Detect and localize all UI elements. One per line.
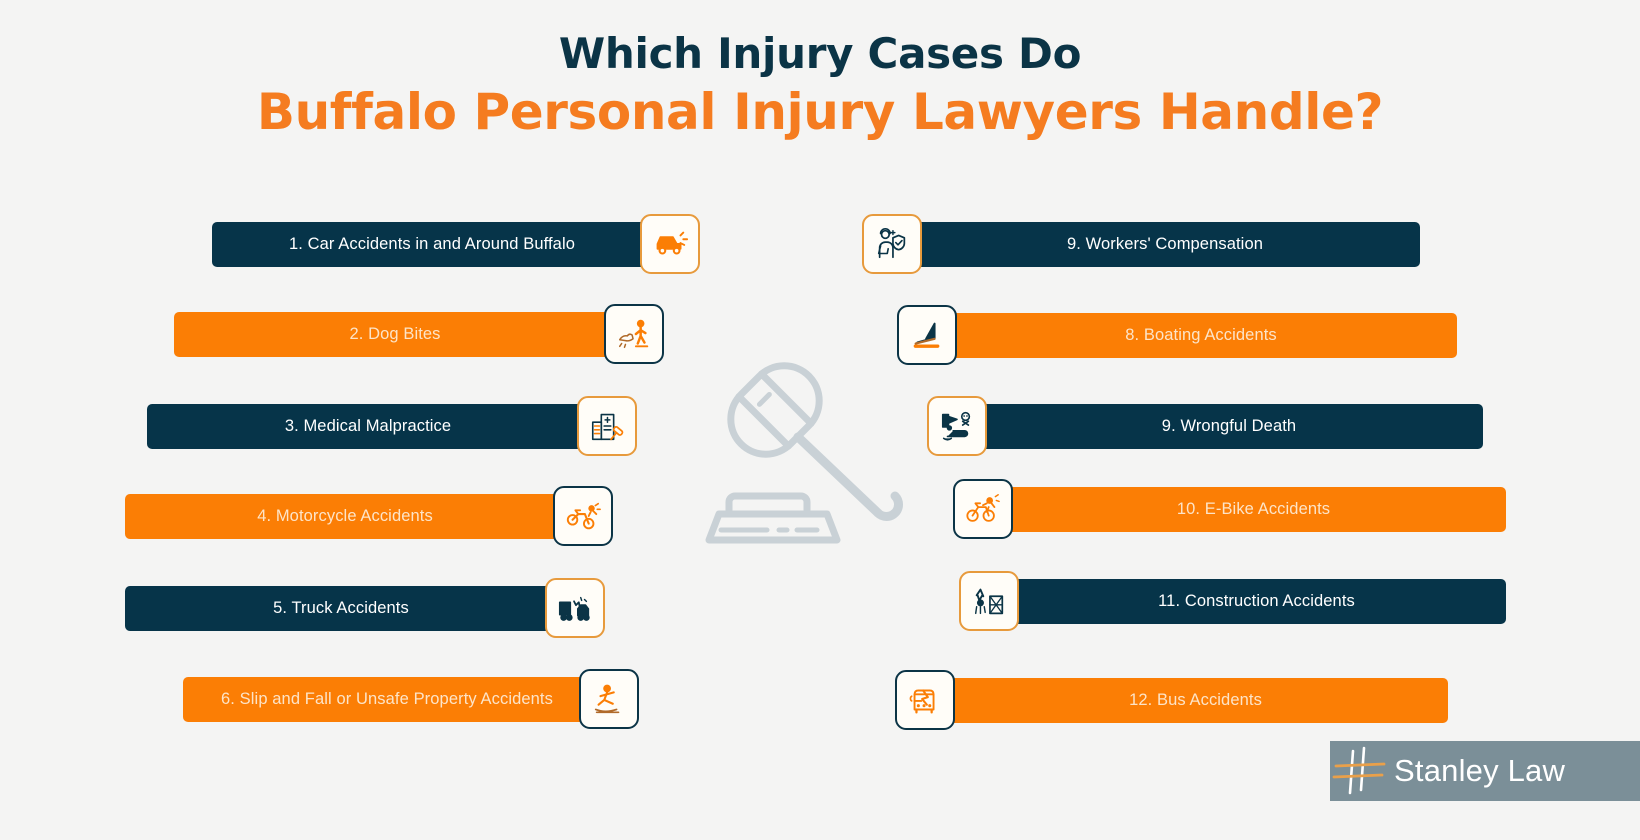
case-label-5: 5. Truck Accidents	[273, 598, 409, 617]
case-bar-5[interactable]: 5. Truck Accidents	[125, 585, 557, 631]
stanley-law-hash-logo	[1332, 745, 1390, 797]
sinking-boat-icon	[897, 305, 957, 365]
case-label-7: 9. Workers' Compensation	[1067, 234, 1263, 253]
case-bar-8[interactable]: 8. Boating Accidents	[945, 312, 1457, 358]
motorcycle-crash-icon	[553, 486, 613, 546]
watermark-text: Stanley Law	[1394, 753, 1566, 788]
case-label-2: 2. Dog Bites	[349, 324, 441, 343]
case-bar-2[interactable]: 2. Dog Bites	[174, 311, 616, 357]
car-crash-icon	[640, 214, 700, 274]
title-line-primary: Which Injury Cases Do	[558, 29, 1082, 78]
case-label-12: 12. Bus Accidents	[1129, 690, 1262, 709]
ebike-crash-icon	[953, 479, 1013, 539]
case-bar-6[interactable]: 6. Slip and Fall or Unsafe Property Acci…	[183, 676, 591, 722]
case-row-6[interactable]: 6. Slip and Fall or Unsafe Property Acci…	[183, 669, 639, 729]
construction-fall-icon	[959, 571, 1019, 631]
truck-crash-icon	[545, 578, 605, 638]
case-label-1: 1. Car Accidents in and Around Buffalo	[288, 234, 576, 253]
case-row-2[interactable]: 2. Dog Bites	[174, 304, 664, 364]
case-bar-9[interactable]: 9. Wrongful Death	[975, 403, 1483, 449]
gavel-icon	[655, 325, 905, 575]
title-line-secondary: Buffalo Personal Injury Lawyers Handle?	[256, 82, 1384, 141]
case-bar-3[interactable]: 3. Medical Malpractice	[147, 403, 589, 449]
hospital-gavel-icon	[577, 396, 637, 456]
case-row-5[interactable]: 5. Truck Accidents	[125, 578, 605, 638]
case-bar-11[interactable]: 11. Construction Accidents	[1007, 578, 1506, 624]
case-bar-4[interactable]: 4. Motorcycle Accidents	[125, 493, 565, 539]
case-row-9[interactable]: 9. Wrongful Death	[927, 396, 1483, 456]
case-label-9: 9. Wrongful Death	[1161, 416, 1297, 435]
case-bar-12[interactable]: 12. Bus Accidents	[943, 677, 1448, 723]
case-row-8[interactable]: 8. Boating Accidents	[897, 305, 1457, 365]
case-label-11: 11. Construction Accidents	[1158, 591, 1355, 610]
case-bar-10[interactable]: 10. E-Bike Accidents	[1001, 486, 1506, 532]
wrongful-death-icon	[927, 396, 987, 456]
bus-crash-icon	[895, 670, 955, 730]
page-title: Which Injury Cases Do Buffalo Personal I…	[0, 29, 1640, 141]
dog-bite-icon	[604, 304, 664, 364]
case-row-1[interactable]: 1. Car Accidents in and Around Buffalo	[212, 214, 700, 274]
case-label-8: 8. Boating Accidents	[1125, 325, 1277, 344]
case-row-3[interactable]: 3. Medical Malpractice	[147, 396, 637, 456]
injured-worker-shield-icon	[862, 214, 922, 274]
case-label-10: 10. E-Bike Accidents	[1176, 499, 1331, 518]
case-bar-1[interactable]: 1. Car Accidents in and Around Buffalo	[212, 221, 652, 267]
slip-fall-icon	[579, 669, 639, 729]
case-bar-7[interactable]: 9. Workers' Compensation	[910, 221, 1420, 267]
case-row-12[interactable]: 12. Bus Accidents	[895, 670, 1448, 730]
watermark: Stanley Law	[1330, 741, 1640, 801]
case-label-6: 6. Slip and Fall or Unsafe Property Acci…	[221, 689, 553, 708]
case-row-10[interactable]: 10. E-Bike Accidents	[953, 479, 1506, 539]
case-label-3: 3. Medical Malpractice	[284, 416, 452, 435]
case-row-11[interactable]: 11. Construction Accidents	[959, 571, 1506, 631]
case-label-4: 4. Motorcycle Accidents	[257, 506, 433, 525]
case-row-4[interactable]: 4. Motorcycle Accidents	[125, 486, 613, 546]
case-row-7[interactable]: 9. Workers' Compensation	[862, 214, 1420, 274]
